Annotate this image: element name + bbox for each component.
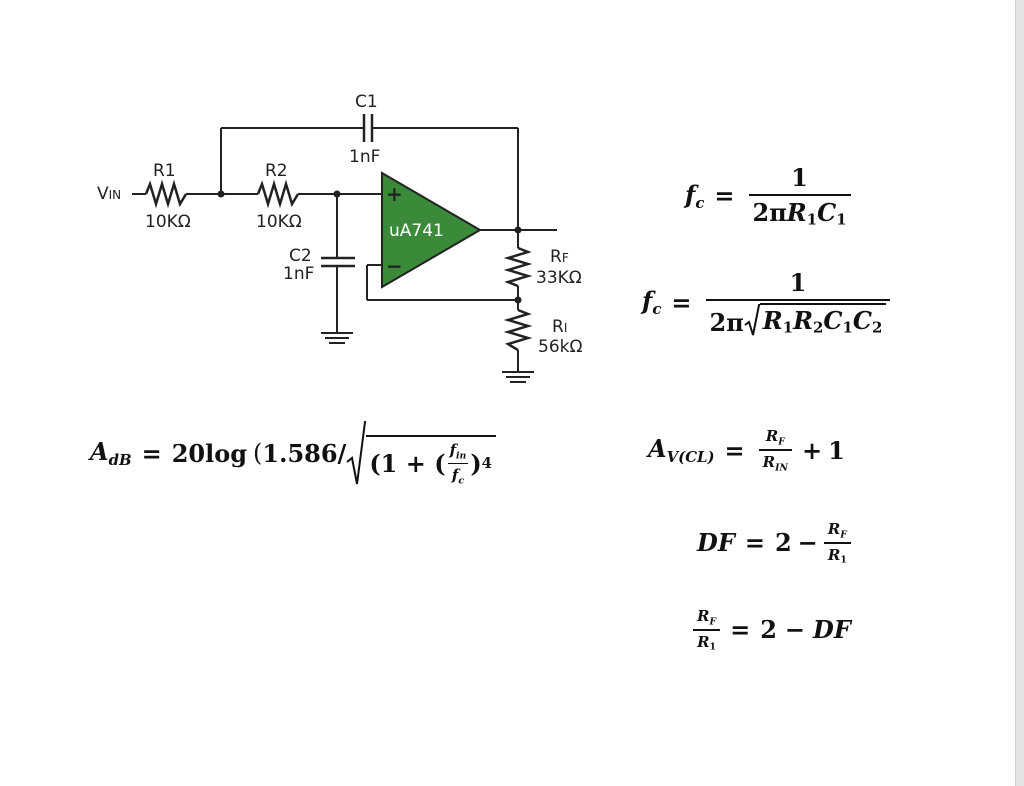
c1-name: C1 [355, 92, 378, 112]
eq-lhs: fc [642, 286, 662, 319]
radical-sign-icon [346, 421, 367, 485]
frequency-ratio: fin fc [447, 440, 468, 486]
square-root: R1R2C1C2 [744, 303, 887, 337]
ri-name: RI [552, 317, 567, 337]
fraction: 1 2π R1R2C1C2 [705, 268, 891, 337]
opamp-triangle [381, 171, 482, 289]
closed-loop-gain-equation: AV(CL) = RF RIN + 1 [648, 427, 845, 474]
cutoff-frequency-equation: fc = 1 2πR1C1 [685, 163, 855, 229]
capacitor-c1 [362, 114, 374, 142]
opamp-minus: − [386, 254, 403, 278]
junction-dot [514, 226, 522, 234]
c2-name: C2 [289, 246, 312, 266]
resistor-ratio-equation: RF R1 = 2 − DF [693, 607, 851, 653]
r2-value: 10KΩ [256, 212, 302, 232]
fraction: 1 2πR1C1 [748, 163, 851, 229]
ground-symbol [321, 332, 353, 344]
damping-factor-equation: DF = 2 − RF R1 [697, 520, 851, 566]
eq-lhs: AV(CL) [648, 434, 715, 467]
junction-dot [514, 296, 522, 304]
resistor-ri [503, 308, 533, 352]
rf-name: RF [550, 247, 569, 267]
c1-value: 1nF [349, 147, 380, 167]
equals-sign: = [671, 288, 692, 317]
equals-sign: = [730, 615, 751, 645]
cutoff-frequency-sqrt-equation: fc = 1 2π R1R2C1C2 [642, 268, 894, 337]
eq-lhs: fc [685, 179, 705, 212]
c2-value: 1nF [283, 264, 314, 284]
equals-sign: = [714, 181, 735, 211]
r1-name: R1 [153, 161, 176, 181]
equals-sign: = [724, 435, 745, 465]
equals-sign: = [141, 438, 162, 468]
ri-value: 56kΩ [538, 337, 582, 357]
resistor-rf [503, 246, 533, 288]
opamp-plus: + [386, 182, 403, 206]
ground-symbol [502, 371, 534, 383]
resistor-r1 [144, 179, 188, 209]
r2-name: R2 [265, 161, 288, 181]
fraction: RF R1 [823, 520, 851, 566]
capacitor-c2 [321, 256, 355, 268]
junction-dot [217, 190, 225, 198]
resistor-r2 [256, 179, 300, 209]
r1-value: 10KΩ [145, 212, 191, 232]
eq-lhs: AdB [90, 436, 132, 470]
active-low-pass-filter-schematic: + − uA741 VIN R1 10KΩ R2 10KΩ C1 1nF C2 … [97, 92, 582, 383]
radical-sign-icon [744, 304, 760, 336]
rf-value: 33KΩ [536, 268, 582, 288]
fraction: RF RIN [758, 427, 792, 474]
fraction: RF R1 [693, 607, 721, 653]
gain-db-equation: AdB = 20log ( 1.586/ (1 + ( fin fc )4 [90, 420, 497, 486]
vin-label: VIN [97, 184, 121, 204]
square-root: (1 + ( fin fc )4 [346, 420, 497, 486]
opamp-label: uA741 [389, 221, 444, 241]
scrollbar-track[interactable] [1015, 0, 1024, 786]
equals-sign: = [744, 528, 765, 558]
wires [132, 127, 557, 372]
junction-dot [333, 190, 341, 198]
